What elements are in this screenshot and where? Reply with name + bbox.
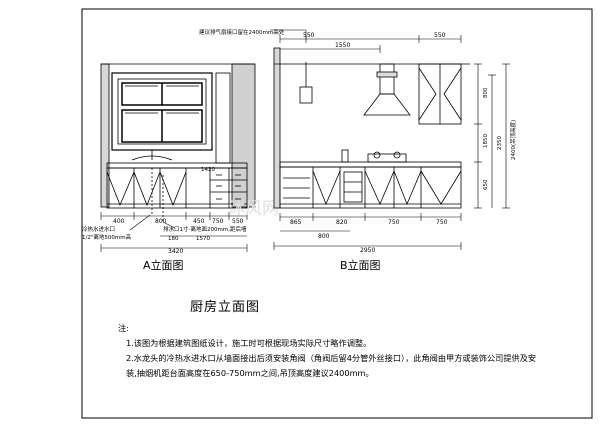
a-dim-750: 750 [212,218,224,225]
b-dim-right-2350: 2350 [497,136,503,150]
note-line-3: 装,抽烟机距台面高度在650-750mm之间,吊顶高度建议2400mm。 [126,368,374,378]
elevation-a [100,63,256,252]
b-dim-right-800: 800 [483,87,489,98]
elevation-a-text: 400 800 450 750 550 1420 180 1570 3420 冷… [82,167,279,255]
b-dim-820: 820 [336,219,348,226]
a-dim-1420: 1420 [201,167,215,173]
a-note-cold-inlet-spec: 1/2"离地500mm高 [82,233,132,241]
b-dim-top-550-right: 550 [434,32,446,39]
b-dim-right-650: 650 [483,179,489,190]
a-note-cold-inlet: 冷热水进水口 [82,225,115,233]
a-left-wall [100,63,110,208]
b-left-wall [273,47,281,209]
a-dim-1570: 1570 [196,236,210,242]
b-base-cabinets [279,166,462,209]
b-dim-750-1: 750 [388,219,400,226]
a-dim-180: 180 [168,236,179,242]
drawing-main-title: 厨房立面图 [190,300,261,315]
elevation-a-title: A立面图 [143,259,184,272]
a-right-wall [231,63,256,208]
b-dim-top-1550: 1550 [335,42,350,49]
elevation-b-title: B立面图 [340,259,381,272]
a-window [111,72,213,151]
b-dim-865: 865 [290,219,302,226]
a-base-cabinets [106,167,248,209]
a-dim-550: 550 [232,218,244,225]
b-dim-top-550-left: 550 [303,32,315,39]
b-stove [367,153,407,163]
a-dim-450: 450 [193,218,205,225]
watermark-logo: 沐风网 [228,199,279,219]
b-hood-chimney [379,63,395,95]
a-dim-400: 400 [113,218,125,225]
a-countertop [106,162,248,169]
notes-block: 注: 1.该图为根据建筑图纸设计，施工时可根据现场实际尺寸略作调整。 2.水龙头… [118,321,536,381]
b-dim-right-total: 2400(吊顶高度) [509,120,517,160]
b-dim-800: 800 [318,233,330,240]
b-dim-right-1850: 1850 [483,134,489,148]
a-dim-800: 800 [155,218,167,225]
elevation-b-text: 建议排气扇接口留在2400mm高处 550 1550 550 865 820 7… [199,28,517,254]
b-dim-750-2: 750 [436,219,448,226]
note-line-2: 2.水龙头的冷热水进水口从墙面接出后须安装角阀（角阀后留4分管外丝接口），此角阀… [126,353,537,363]
note-line-1: 1.该图为根据建筑图纸设计，施工时可根据现场实际尺寸略作调整。 [126,338,372,348]
a-note-drain: 排水口1寸-离地面200mm,距后墙 [163,225,247,233]
b-top-note: 建议排气扇接口留在2400mm高处 [199,28,285,36]
sheet-border [81,8,593,419]
b-range-hood [363,93,411,116]
elevation-b [270,29,510,250]
b-countertop [279,161,462,168]
a-dim-3420: 3420 [168,248,183,255]
b-dim-2950: 2950 [360,247,375,254]
notes-heading: 注: [118,323,129,333]
b-exhaust-box [299,86,313,104]
